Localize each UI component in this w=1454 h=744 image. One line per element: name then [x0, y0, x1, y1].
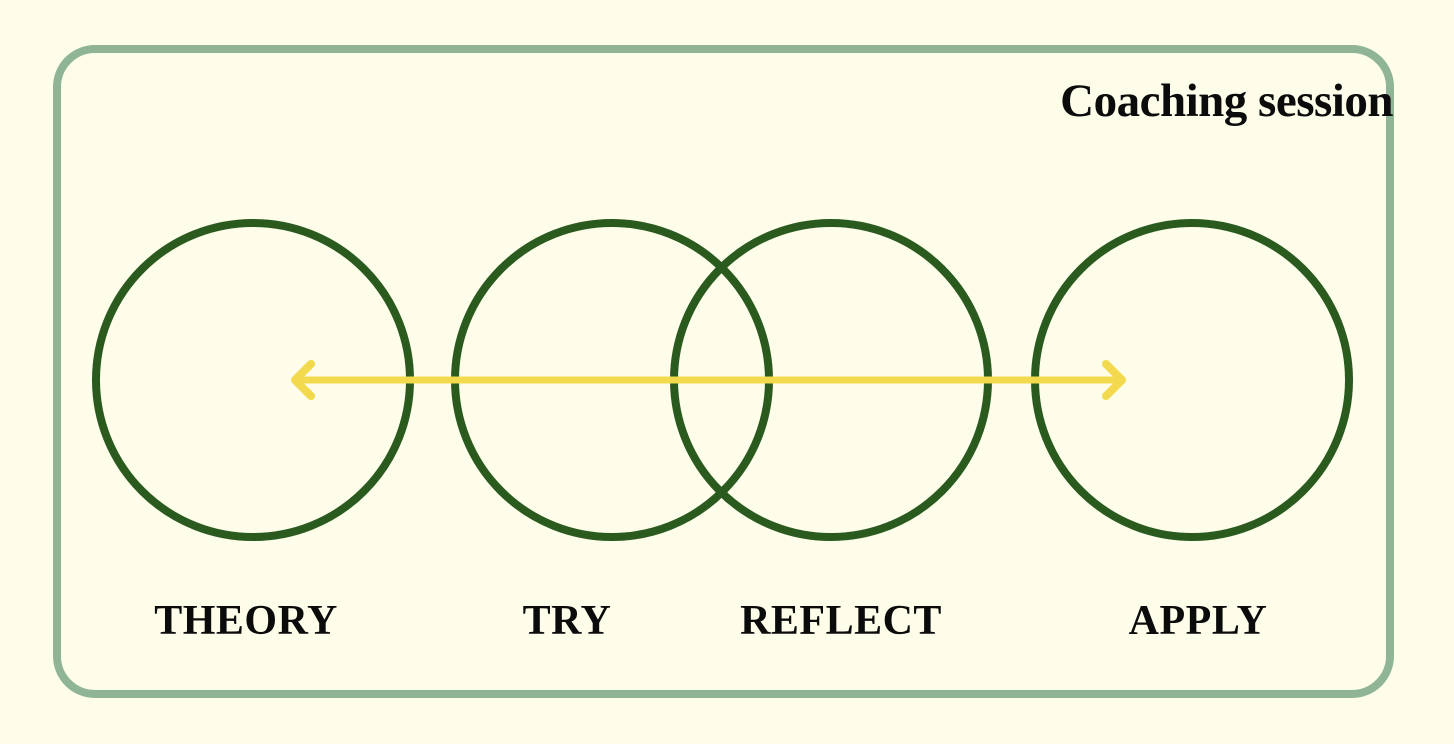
coaching-session-card	[53, 45, 1394, 698]
bidirectional-arrow	[291, 360, 1126, 400]
node-label-reflect: REFLECT	[740, 598, 942, 644]
arrow-head-right	[1102, 360, 1126, 400]
node-label-apply: APPLY	[1128, 598, 1268, 644]
arrow-head-left	[291, 360, 315, 400]
page-title: Coaching session	[1060, 75, 1393, 127]
node-label-theory: THEORY	[154, 598, 338, 644]
node-label-try: TRY	[522, 598, 612, 644]
